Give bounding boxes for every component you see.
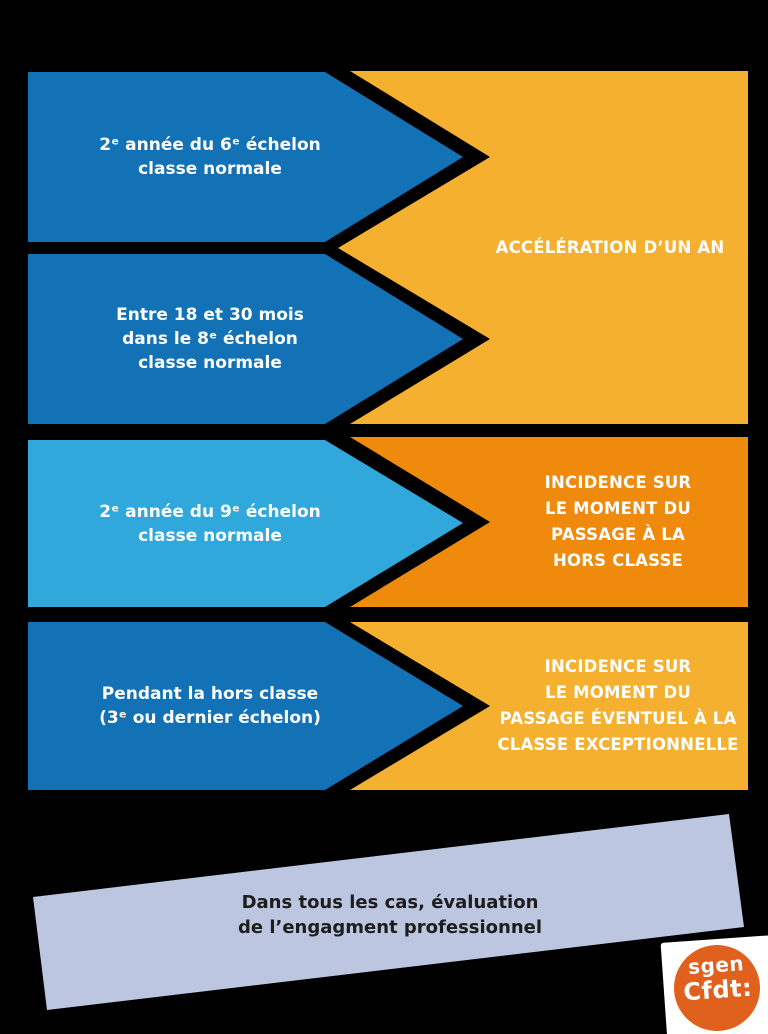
chevron-1-label: ACCÉLÉRATION D’UN AN xyxy=(495,237,725,257)
footer-band-label: Dans tous les cas, évaluation de l’engag… xyxy=(237,892,543,938)
chevron-2-label: INCIDENCE SUR LE MOMENT DU PASSAGE À LA … xyxy=(544,473,692,570)
arrow-2-label: Entre 18 et 30 mois dans le 8ᵉ échelon c… xyxy=(116,305,304,373)
arrow-4-shape xyxy=(28,622,463,790)
footer-band-shape xyxy=(33,814,744,1010)
arrow-1-shape xyxy=(28,72,463,242)
arrow-2-shape xyxy=(28,254,463,424)
sgen-cfdt-logo-text: sgen Cfdt: xyxy=(682,951,754,1007)
chevron-1-shape xyxy=(338,71,748,424)
chevron-3-label: INCIDENCE SUR LE MOMENT DU PASSAGE ÉVENT… xyxy=(497,657,739,754)
arrow-3-shape xyxy=(28,440,463,607)
chevron-2-shape xyxy=(350,437,748,607)
arrow-1-label: 2ᵉ année du 6ᵉ échelon classe normale xyxy=(99,135,321,179)
arrow-3-label: 2ᵉ année du 9ᵉ échelon classe normale xyxy=(99,501,321,546)
chevron-3-shape xyxy=(350,622,748,790)
sgen-cfdt-logo-icon xyxy=(674,945,760,1031)
arrow-4-label: Pendant la hors classe (3ᵉ ou dernier éc… xyxy=(99,684,321,728)
